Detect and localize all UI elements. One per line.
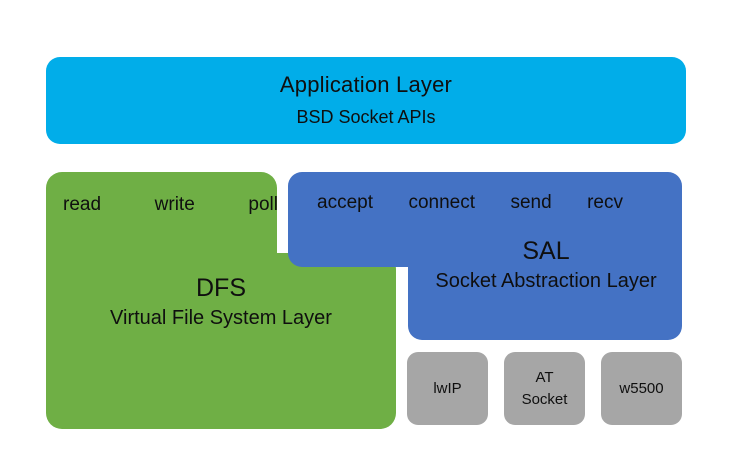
- driver-w5500-label: w5500: [619, 379, 664, 397]
- dfs-layer-block[interactable]: [46, 172, 396, 429]
- application-layer-block[interactable]: Application Layer BSD Socket APIs: [46, 57, 686, 144]
- sal-shape-outline: [288, 172, 682, 340]
- sal-operation-send[interactable]: send: [510, 192, 552, 213]
- driver-box-w5500[interactable]: w5500: [601, 352, 682, 425]
- dfs-operation-read[interactable]: read: [63, 194, 102, 215]
- dfs-shape-outline: [46, 172, 396, 429]
- sal-operation-accept[interactable]: accept: [317, 192, 373, 213]
- dfs-operations-list: read write poll: [63, 192, 278, 218]
- dfs-operation-write[interactable]: write: [154, 194, 195, 215]
- application-layer-subtitle: BSD Socket APIs: [296, 107, 436, 127]
- sal-operation-recv[interactable]: recv: [587, 192, 623, 213]
- driver-box-lwip[interactable]: lwIP: [407, 352, 488, 425]
- driver-at-socket-label-line1: AT: [535, 368, 554, 386]
- application-layer-title: Application Layer: [279, 72, 453, 97]
- sal-operation-connect[interactable]: connect: [408, 192, 475, 213]
- driver-at-socket-label-line2: Socket: [521, 390, 568, 408]
- driver-box-at-socket[interactable]: AT Socket: [504, 352, 585, 425]
- dfs-operation-poll[interactable]: poll: [248, 194, 278, 215]
- sal-layer-block[interactable]: [288, 172, 682, 340]
- sal-operations-list: accept connect send recv: [317, 190, 623, 216]
- driver-lwip-label: lwIP: [433, 379, 462, 397]
